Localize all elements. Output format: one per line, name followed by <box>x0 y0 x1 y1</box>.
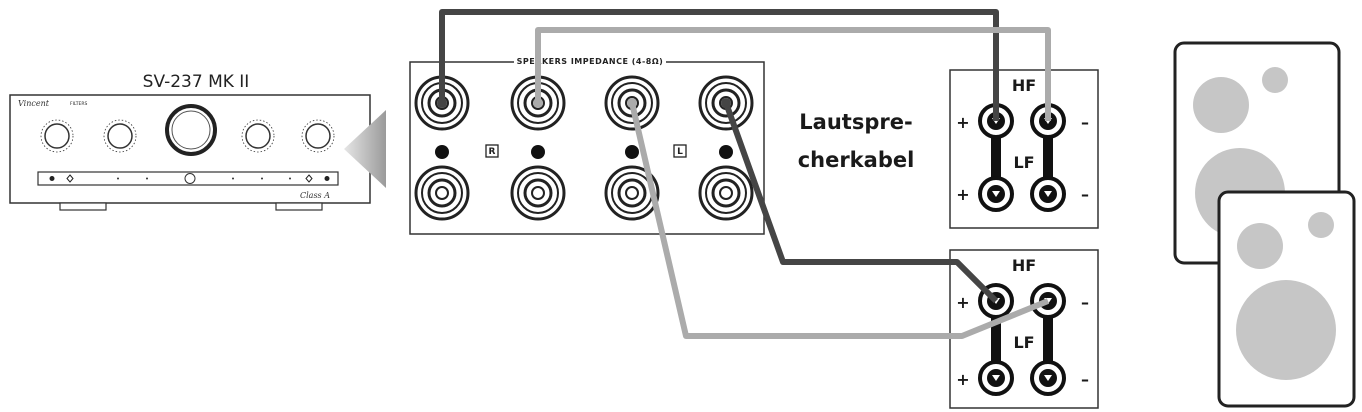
amplifier-indicator <box>117 177 119 180</box>
panel-title-background <box>514 55 666 68</box>
cable-connector <box>437 98 447 108</box>
speaker-cable-dark-right-plus <box>439 9 999 121</box>
speaker-cable-light-left-minus <box>629 102 1050 339</box>
rear-view-arrow-icon <box>344 110 386 188</box>
power-button[interactable] <box>49 176 55 181</box>
plus-label: + <box>956 113 969 132</box>
left-channel-box <box>673 144 687 158</box>
amplifier-indicator <box>232 177 234 180</box>
speaker-cable-dark-left-plus <box>723 101 999 304</box>
binding-post[interactable] <box>414 165 470 221</box>
amplifier-indicator <box>289 177 291 180</box>
right-channel-label: R <box>489 147 496 157</box>
minus-label: – <box>1081 185 1089 204</box>
class-a-badge: Class A <box>300 191 330 200</box>
cable-label-line1: Lautspre- <box>799 110 912 134</box>
amplifier-foot <box>59 202 107 211</box>
minus-label: – <box>1081 370 1089 389</box>
binding-post[interactable] <box>510 165 566 221</box>
amplifier-knob[interactable] <box>301 119 335 153</box>
bridge-jumper <box>1043 301 1053 378</box>
polarity-dot <box>435 145 449 159</box>
speaker-cable-light-right-minus <box>535 27 1051 121</box>
mode-button[interactable] <box>305 174 313 183</box>
display-window <box>184 173 196 184</box>
polarity-dot <box>719 145 733 159</box>
amplifier-foot <box>275 202 323 211</box>
amplifier: SV-237 MK II Vincent FILTERS <box>9 72 371 211</box>
amplifier-knob[interactable] <box>241 119 275 153</box>
bridge-jumper <box>991 301 1001 378</box>
amplifier-model-title: SV-237 MK II <box>143 72 250 92</box>
amplifier-brand-logo: Vincent <box>18 99 50 108</box>
bridge-jumper <box>991 120 1001 194</box>
speaker-output-panel: SPEAKERS IMPEDANCE (4-8Ω) <box>409 55 765 235</box>
hf-label: HF <box>1012 256 1036 275</box>
right-channel-box <box>485 144 499 158</box>
binding-post[interactable] <box>698 165 754 221</box>
hf-label: HF <box>1012 76 1036 95</box>
left-channel-label: L <box>677 147 683 157</box>
amplifier-knob[interactable] <box>103 119 137 153</box>
amplifier-indicator <box>146 177 148 180</box>
speaker-front-icon <box>1217 190 1356 408</box>
bridge-jumper <box>1043 120 1053 194</box>
minus-label: – <box>1081 293 1089 312</box>
cable-connector <box>721 98 731 108</box>
lf-label: LF <box>1013 153 1034 172</box>
speaker-terminal-lf-minus[interactable] <box>1030 360 1066 396</box>
input-selector-button[interactable] <box>66 174 74 183</box>
speaker-terminal-lf-minus[interactable] <box>1030 176 1066 212</box>
amplifier-series-label: FILTERS <box>70 101 88 107</box>
volume-knob[interactable] <box>165 104 217 156</box>
amplifier-knob[interactable] <box>40 119 74 153</box>
plus-label: + <box>956 370 969 389</box>
binding-post[interactable] <box>604 165 660 221</box>
cable-label-line2: cherkabel <box>798 148 915 172</box>
speaker-panel-title: SPEAKERS IMPEDANCE (4-8Ω) <box>517 57 664 66</box>
plus-label: + <box>956 185 969 204</box>
cable-connector <box>533 98 543 108</box>
cable-connector <box>627 98 637 108</box>
polarity-dot <box>531 145 545 159</box>
speaker-terminal-lf-plus[interactable] <box>978 360 1014 396</box>
standby-button[interactable] <box>324 176 330 181</box>
plus-label: + <box>956 293 969 312</box>
speaker-terminal-lf-plus[interactable] <box>978 176 1014 212</box>
speaker-terminal-box-right: HF LF + – + – <box>949 69 1099 229</box>
amplifier-indicator <box>261 177 263 180</box>
polarity-dot <box>625 145 639 159</box>
minus-label: – <box>1081 113 1089 132</box>
lf-label: LF <box>1013 333 1034 352</box>
